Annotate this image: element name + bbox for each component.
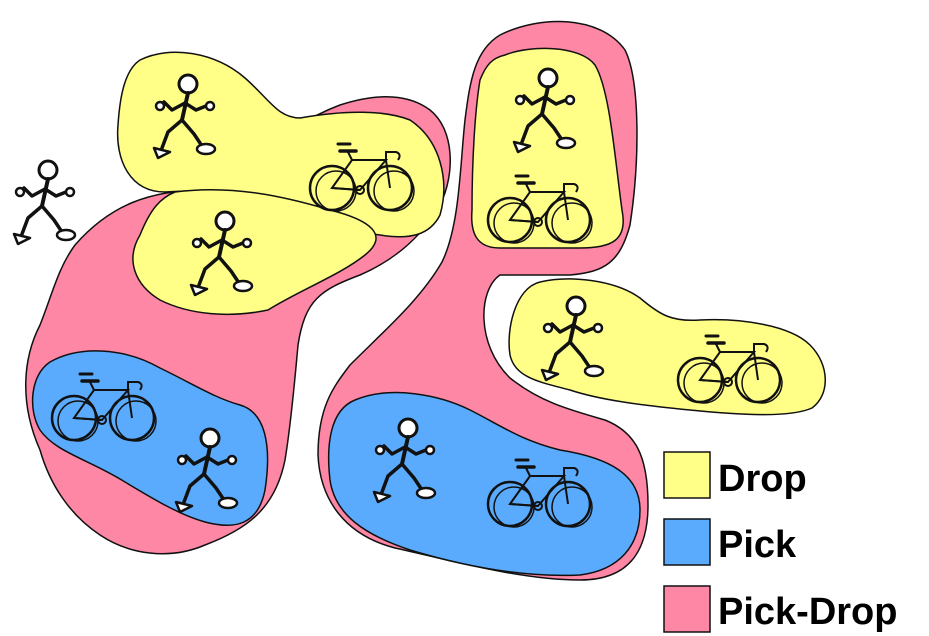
legend-label-pick-drop: Pick-Drop	[718, 591, 897, 633]
legend-label-drop: Drop	[718, 458, 807, 500]
legend-label-pick: Pick	[718, 524, 797, 566]
drop-zone-left-middle	[132, 188, 377, 316]
legend-swatch-pick-drop	[663, 585, 711, 633]
legend: Drop Pick Pick-Drop	[663, 451, 897, 633]
legend-swatch-pick	[663, 518, 711, 566]
drop-zone-right	[508, 278, 826, 416]
legend-swatch-drop	[663, 451, 711, 499]
walker-icon	[12, 159, 77, 246]
